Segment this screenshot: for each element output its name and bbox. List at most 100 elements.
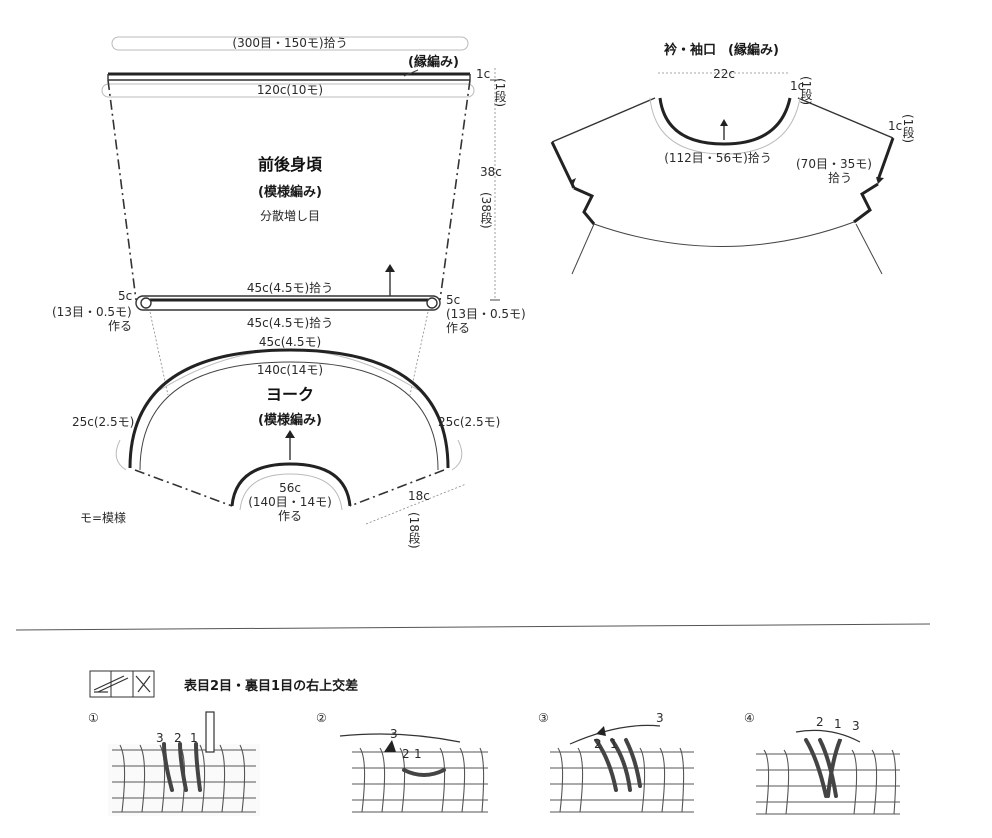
- sleeve-left-notch: [573, 186, 596, 225]
- step-3-label-b: 1: [610, 737, 618, 751]
- body-arrow-head: [385, 264, 395, 272]
- sleeve-left-band: [550, 141, 576, 189]
- body-bottom-bar: [135, 295, 441, 311]
- yoke-left-side: 25c(2.5モ): [72, 415, 134, 429]
- step-1-needle: [205, 711, 215, 753]
- step-1-number: ①: [88, 711, 99, 725]
- collar-neck-pickup: (112目・56モ)拾う: [664, 150, 772, 165]
- step-2-cable-yarn: [402, 768, 446, 777]
- body-right-5c: 5c: [446, 293, 460, 307]
- edge-band-label: (縁編み): [408, 54, 459, 70]
- yoke-arrow-head: [285, 430, 295, 438]
- technique-step-3: ③ 2 1 3: [538, 711, 694, 813]
- step-2-stitch-columns: [359, 747, 485, 813]
- collar-neck-bracket: [649, 97, 801, 155]
- technique-step-2: ② 3 2 1: [316, 711, 488, 813]
- body-left-stitches: (13目・0.5モ): [52, 305, 132, 319]
- body-bottom-left-cap: [140, 297, 152, 309]
- sleeve-right-lower: [855, 223, 883, 275]
- step-4-label-c: 3: [852, 719, 860, 733]
- step-4-label-a: 2: [816, 715, 824, 729]
- step-2-fabric: [352, 751, 488, 813]
- body-right-stitches: (13目・0.5モ): [446, 307, 526, 321]
- yoke-title: ヨーク: [266, 385, 314, 404]
- body-bottom-right-cap: [426, 297, 438, 309]
- yoke-neck-stitches: (140目・14モ): [248, 495, 332, 509]
- collar-bottom-curve: [593, 221, 855, 247]
- body-subtitle: (模様編み): [258, 184, 322, 200]
- collar-shoulder-right: [797, 97, 894, 139]
- body-height-dan: (38段): [479, 192, 493, 229]
- step-3-label-a: 2: [594, 737, 602, 751]
- section-divider: [15, 623, 931, 631]
- yoke-right-lower: [349, 469, 445, 507]
- collar-row-right-dan: (1段): [901, 114, 915, 143]
- step-2-label-c: 1: [414, 747, 422, 761]
- body-left-side: [107, 79, 137, 301]
- yoke-left-side-bracket: [115, 439, 127, 471]
- step-3-label-c: 3: [656, 711, 664, 725]
- width-bracket: [101, 83, 475, 98]
- step-3-arrow: [596, 726, 606, 736]
- step-1-stitch-columns: [119, 744, 246, 813]
- yoke-outer-arc: [128, 348, 450, 469]
- yoke-inner-arc-line: [139, 361, 439, 471]
- collar-neck-band: [658, 97, 792, 146]
- technique-section: 表目2目・裏目1目の右上交差 ① 3 2 1 ② 3 2 1 ③: [88, 670, 900, 816]
- body-title: 前後身頃: [258, 155, 323, 174]
- step-3-needle: [569, 724, 661, 745]
- step-4-needle: [795, 729, 861, 743]
- step-2-number: ②: [316, 711, 327, 725]
- edge-band-pointer: [403, 69, 419, 77]
- yoke-left-lower: [134, 469, 233, 507]
- yoke-neck-bracket: [239, 473, 343, 511]
- yoke-legend: モ=模様: [80, 511, 126, 525]
- collar-title-sub: (縁編み): [728, 42, 779, 58]
- collar-piece: 衿・袖口 (縁編み) 22c 1c (1段) (112目・56モ)拾う 1c (…: [550, 42, 915, 275]
- body-row-1dan: (1段): [493, 78, 507, 107]
- step-4-stitch-columns: [763, 749, 897, 815]
- body-left-make: 作る: [108, 319, 132, 333]
- body-right-make: 作る: [446, 321, 470, 335]
- collar-neck-arrow-head: [720, 119, 728, 126]
- yoke-neck-arc: [230, 462, 352, 507]
- collar-sleeve-pickup: (70目・35モ): [796, 157, 872, 171]
- body-width-top: 120c(10モ): [257, 83, 323, 97]
- step-1-label-b: 2: [174, 731, 182, 745]
- step-3-number: ③: [538, 711, 549, 725]
- body-pickup-bottom: 45c(4.5モ)拾う: [247, 280, 333, 295]
- yoke-neck-make: 作る: [278, 509, 302, 523]
- step-3-fabric: [550, 751, 694, 813]
- body-note: 分散増し目: [260, 208, 320, 223]
- step-3-cable-yarn: [594, 738, 642, 792]
- pickup-bracket-top: [111, 36, 469, 51]
- collar-title: 衿・袖口: [664, 42, 716, 58]
- step-1-label-c: 1: [190, 731, 198, 745]
- collar-row-left-dan: (1段): [799, 76, 813, 105]
- collar-width: 22c: [713, 67, 735, 81]
- yoke-right-side: 25c(2.5モ): [438, 415, 500, 429]
- body-row-1c: 1c: [476, 67, 490, 81]
- step-4-cable-yarn: [804, 738, 842, 798]
- step-4-number: ④: [744, 711, 755, 725]
- step-2-label-a: 3: [390, 727, 398, 741]
- collar-shoulder-left: [551, 97, 656, 143]
- yoke-subtitle: (模様編み): [258, 412, 322, 428]
- body-right-side: [439, 79, 471, 301]
- yoke-depth-dan: (18段): [407, 512, 421, 549]
- yoke-depth: 18c: [408, 489, 430, 503]
- step-1-cable-yarn: [162, 742, 202, 792]
- body-piece: (300目・150モ)拾う (縁編み) 120c(10モ) 前後身頃 (模様編み…: [52, 35, 526, 335]
- yoke-right-side-bracket: [451, 439, 463, 471]
- step-4-label-b: 1: [834, 717, 842, 731]
- collar-sleeve-pickup-2: 拾う: [828, 170, 852, 185]
- step-3-stitch-columns: [557, 747, 685, 813]
- yoke-inner-width: 140c(14モ): [257, 363, 323, 377]
- yoke-pickup-top: 45c(4.5モ)拾う: [247, 315, 333, 330]
- sleeve-left-arrow: [570, 178, 576, 188]
- collar-row-left: 1c: [790, 79, 804, 93]
- technique-title: 表目2目・裏目1目の右上交差: [183, 678, 358, 694]
- sleeve-right-arrow: [876, 177, 884, 184]
- cable-symbol-icon: [93, 675, 151, 693]
